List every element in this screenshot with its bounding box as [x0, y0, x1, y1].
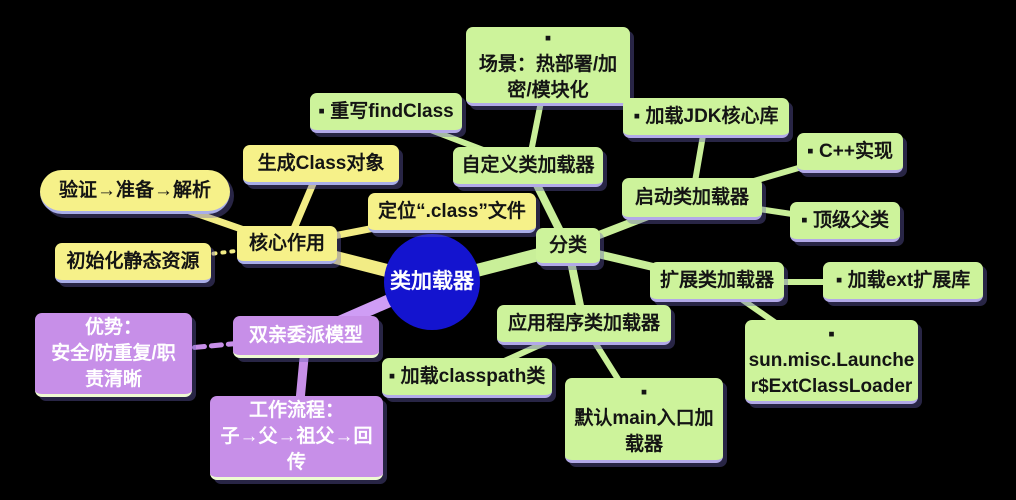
node-locate-class-file-line-0: 定位“.class”文件	[378, 200, 526, 222]
node-sun-misc-launcher[interactable]: ▪ sun.misc.Launche r$ExtClassLoader	[745, 320, 918, 404]
node-custom-class-loader-line-0: 自定义类加载器	[461, 154, 595, 176]
node-override-findclass[interactable]: ▪ 重写findClass	[310, 93, 462, 133]
node-application-class-loader-line-0: 应用程序类加载器	[507, 312, 660, 334]
node-core-role[interactable]: 核心作用	[237, 226, 337, 264]
node-load-ext-lib[interactable]: ▪ 加载ext扩展库	[823, 262, 983, 302]
node-classification[interactable]: 分类	[536, 228, 600, 266]
node-generate-class-object[interactable]: 生成Class对象	[243, 145, 399, 185]
node-load-jdk-core-lib[interactable]: ▪ 加载JDK核心库	[623, 98, 789, 138]
node-load-ext-lib-line-0: ▪ 加载ext扩展库	[835, 269, 971, 291]
node-advantages-line-2: 责清晰	[84, 368, 142, 390]
node-init-static-resources[interactable]: 初始化静态资源	[55, 243, 211, 283]
node-parent-delegation-model-line-0: 双亲委派模型	[248, 324, 363, 346]
node-workflow-line-1: 子→父→祖父→回	[220, 425, 373, 447]
node-locate-class-file[interactable]: 定位“.class”文件	[368, 193, 536, 233]
node-core-role-line-0: 核心作用	[248, 232, 325, 254]
node-default-main-entry-loader-line-0: ▪	[640, 382, 648, 403]
node-extension-class-loader-line-0: 扩展类加载器	[659, 269, 774, 291]
node-workflow[interactable]: 工作流程： 子→父→祖父→回传	[210, 396, 383, 480]
node-default-main-entry-loader-line-2: 载器	[624, 434, 663, 455]
node-default-main-entry-loader[interactable]: ▪ 默认main入口加载器	[565, 378, 723, 463]
node-classification-line-0: 分类	[548, 234, 587, 256]
node-workflow-line-2: 传	[286, 451, 306, 473]
node-bootstrap-class-loader[interactable]: 启动类加载器	[622, 178, 762, 220]
node-init-static-resources-line-0: 初始化静态资源	[66, 250, 200, 272]
node-top-level-parent-line-0: ▪ 顶级父类	[800, 209, 889, 231]
node-advantages-line-0: 优势：	[84, 316, 142, 338]
node-scene-hot-deploy-line-0: ▪	[544, 28, 552, 49]
node-advantages-line-1: 安全/防重复/职	[51, 342, 176, 364]
node-cpp-implementation-line-0: ▪ C++实现	[807, 140, 893, 162]
node-center-class-loader-line-0: 类加载器	[390, 270, 474, 293]
node-sun-misc-launcher-line-2: r$ExtClassLoader	[750, 375, 913, 397]
node-scene-hot-deploy-line-1: 场景：热部署/加	[478, 54, 618, 75]
node-generate-class-object-line-0: 生成Class对象	[257, 152, 385, 174]
node-cpp-implementation[interactable]: ▪ C++实现	[797, 133, 903, 173]
node-verify-prepare-resolve[interactable]: 验证→准备→解析	[40, 170, 230, 214]
node-application-class-loader[interactable]: 应用程序类加载器	[497, 305, 671, 345]
node-bootstrap-class-loader-line-0: 启动类加载器	[634, 186, 749, 208]
node-top-level-parent[interactable]: ▪ 顶级父类	[790, 202, 900, 242]
node-sun-misc-launcher-line-0: ▪	[828, 323, 835, 345]
node-sun-misc-launcher-line-1: sun.misc.Launche	[748, 349, 915, 371]
node-custom-class-loader[interactable]: 自定义类加载器	[453, 147, 603, 187]
node-scene-hot-deploy-line-2: 密/模块化	[507, 80, 589, 101]
node-advantages[interactable]: 优势： 安全/防重复/职责清晰	[35, 313, 192, 397]
node-center-class-loader[interactable]: 类加载器	[384, 234, 480, 330]
node-scene-hot-deploy[interactable]: ▪ 场景：热部署/加密/模块化	[466, 27, 630, 106]
node-parent-delegation-model[interactable]: 双亲委派模型	[233, 316, 379, 358]
node-load-jdk-core-lib-line-0: ▪ 加载JDK核心库	[633, 105, 779, 127]
node-override-findclass-line-0: ▪ 重写findClass	[318, 100, 454, 122]
node-default-main-entry-loader-line-1: 默认main入口加	[574, 408, 714, 429]
node-verify-prepare-resolve-line-0: 验证→准备→解析	[58, 179, 211, 201]
node-load-classpath-classes[interactable]: ▪ 加载classpath类	[382, 358, 552, 398]
node-extension-class-loader[interactable]: 扩展类加载器	[650, 262, 784, 302]
node-load-classpath-classes-line-0: ▪ 加载classpath类	[388, 365, 546, 387]
node-workflow-line-0: 工作流程：	[248, 399, 344, 421]
